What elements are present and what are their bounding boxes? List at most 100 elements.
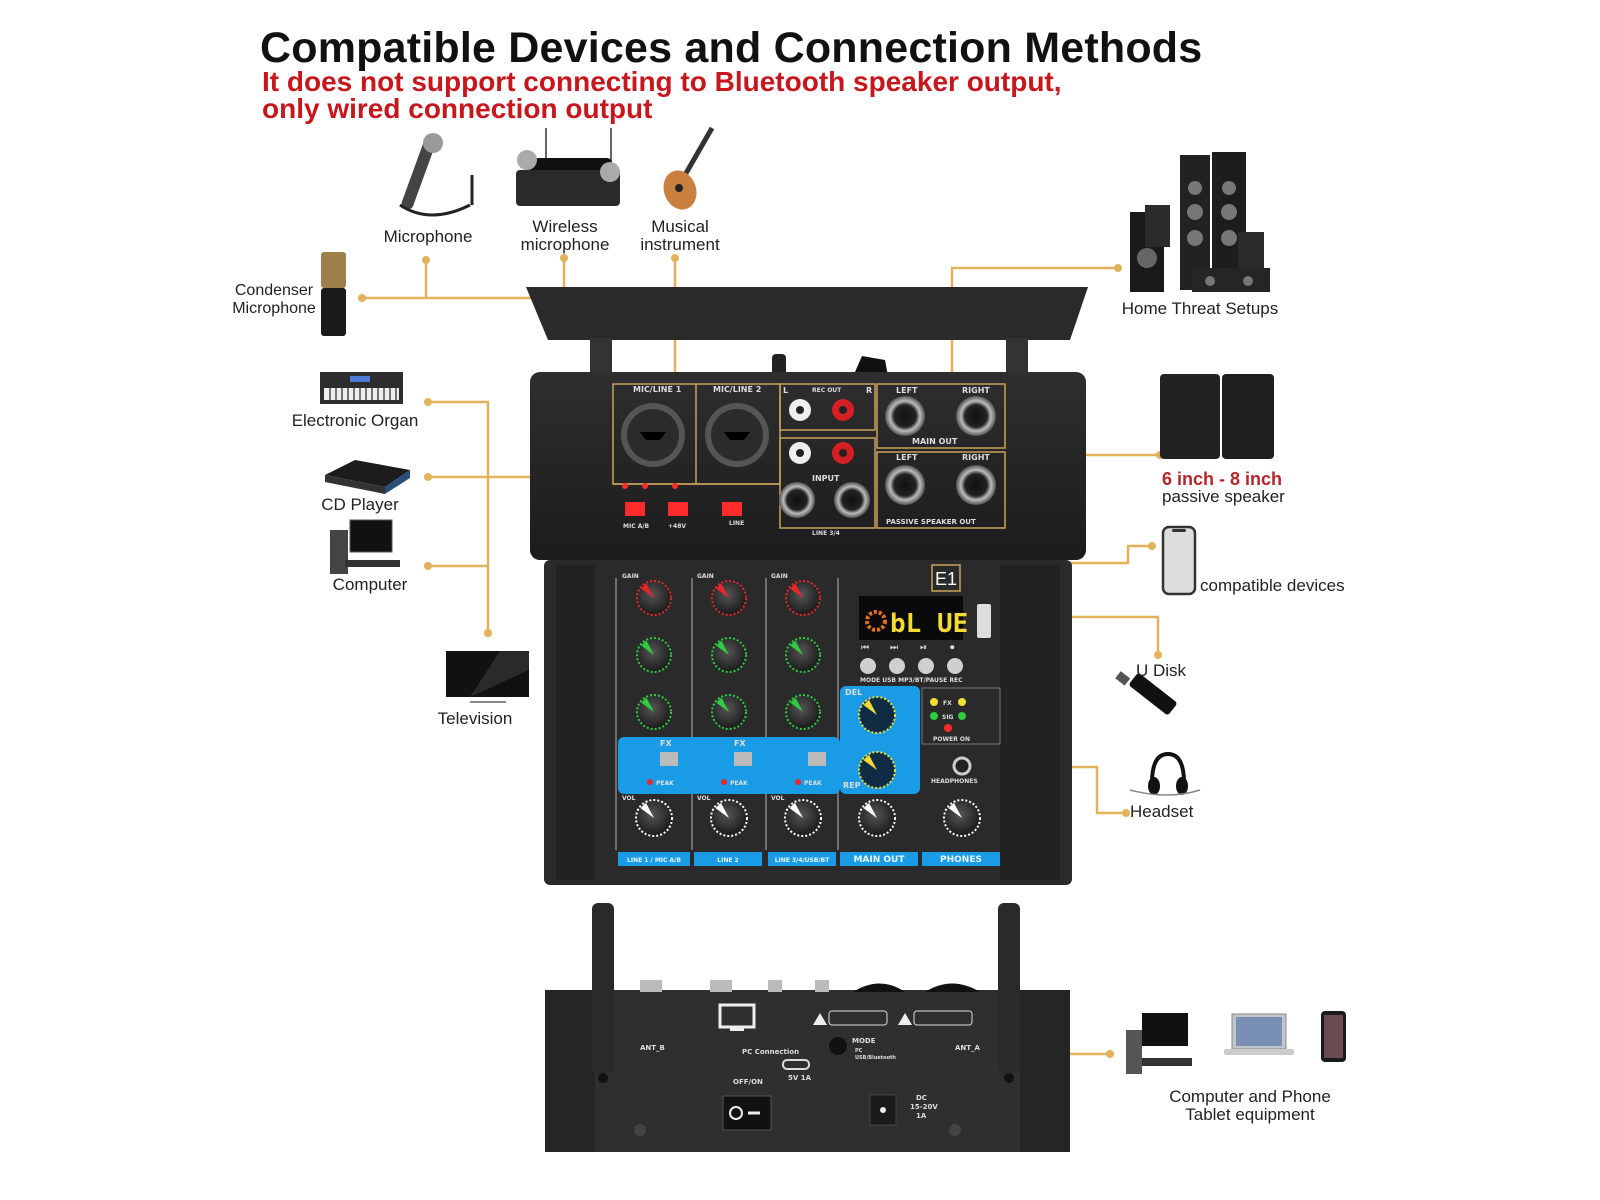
volume-knob-3[interactable] [784,799,822,837]
label-u-disk: U Disk [1136,661,1187,680]
antenna-a [998,903,1020,1073]
svg-text:⏯: ⏯ [920,643,927,653]
svg-text:REP: REP [843,781,861,790]
svg-text:INPUT: INPUT [812,474,840,483]
svg-text:⏺: ⏺ [950,643,955,653]
lf-knob-2[interactable] [711,694,747,730]
svg-text:POWER ON: POWER ON [933,736,970,743]
display-segment-wheel [865,610,887,632]
svg-text:PASSIVE SPEAKER OUT: PASSIVE SPEAKER OUT [886,518,976,526]
svg-text:⏭: ⏭ [890,643,898,653]
warning-line-1: It does not support connecting to Blueto… [262,66,1062,97]
cd-player-icon [325,460,410,494]
svg-text:GAIN: GAIN [622,573,639,580]
guitar-icon [663,126,715,210]
warning-line-2: only wired connection output [262,93,653,124]
svg-text:GAIN: GAIN [771,573,788,580]
svg-text:PEAK: PEAK [656,780,674,787]
headphone-jack [952,756,972,776]
svg-text:OFF/ON: OFF/ON [733,1078,763,1086]
rca-input [789,442,854,464]
svg-text:MIC A/B: MIC A/B [623,523,650,530]
warning-text: It does not support connecting to Blueto… [262,66,1062,124]
svg-text:ANT_A: ANT_A [955,1044,981,1052]
phones-knob[interactable] [943,799,981,837]
svg-text:LEFT: LEFT [896,453,918,462]
svg-text:USB/Bluetooth: USB/Bluetooth [855,1055,896,1061]
label-cd-player: CD Player [321,495,399,514]
mixer-stand [526,287,1088,340]
xlr-combo-jack-1 [621,403,685,467]
fx-section [618,737,840,794]
hf-knob-3[interactable] [785,637,821,673]
gain-knob-2[interactable] [711,580,747,616]
hf-knob-2[interactable] [711,637,747,673]
svg-text:VOL: VOL [697,795,711,802]
headset-icon [1129,751,1201,796]
svg-text:SIG: SIG [942,714,954,721]
mixer-rear: ANT_B ANT_A PC Connection 5V 1A MODE PC … [545,903,1070,1152]
label-headset: Headset [1130,802,1194,821]
volume-knob-1[interactable] [635,799,673,837]
electronic-organ-icon [320,372,403,404]
channel-strip-label-bg-2 [694,852,762,866]
transport-buttons [860,658,963,674]
channel-strip-label-4: MAIN OUT [853,855,905,865]
label-computer: Computer [332,575,408,594]
main-out-left-jack [885,396,925,436]
label-electronic-organ: Electronic Organ [291,411,419,430]
gain-knob-3[interactable] [785,580,821,616]
lf-knob-3[interactable] [785,694,821,730]
hf-knob-1[interactable] [636,637,672,673]
channel-strip-label-bg-4 [840,852,918,866]
channel-strip-label-bg-5 [922,852,1000,866]
lf-knob-1[interactable] [636,694,672,730]
wireless-microphone-icon [516,128,620,206]
48v-button [668,502,688,516]
xlr-combo-jack-2 [705,403,769,467]
passive-speaker-icon [1160,374,1274,459]
passive-out-right-jack [956,465,996,505]
laptop-icon [1224,1013,1294,1055]
label-passive-speaker: 6 inch - 8 inch passive speaker [1162,469,1285,506]
delay-knob[interactable] [858,696,896,734]
led-display [859,596,963,640]
display-text: bL UE [890,609,968,639]
passive-out-left-jack [885,465,925,505]
svg-text:PC Connection: PC Connection [742,1048,799,1056]
mode-button [829,1037,847,1055]
label-television: Television [437,709,513,728]
svg-text:RIGHT: RIGHT [962,453,990,462]
svg-text:15-20V: 15-20V [910,1103,938,1111]
usb-drive-icon [1115,671,1177,715]
svg-text:⏮: ⏮ [861,643,869,653]
svg-text:+48V: +48V [668,523,686,530]
main-out-knob[interactable] [858,799,896,837]
svg-text:GAIN: GAIN [697,573,714,580]
repeat-knob[interactable] [858,751,896,789]
rca-rec-out [789,399,854,421]
label-microphone: Microphone [383,227,473,246]
microphone-icon [399,133,474,217]
line-home-theater [950,266,1118,385]
volume-knob-2[interactable] [710,799,748,837]
home-theater-icon [1130,152,1270,292]
label-compatible-devices: compatible devices [1200,576,1345,595]
model-label: E1 [935,569,957,589]
usb-c-port [782,1059,810,1070]
line-organ [428,400,490,633]
gain-knob-1[interactable] [636,580,672,616]
svg-text:DEL: DEL [845,688,862,697]
svg-text:HEADPHONES: HEADPHONES [931,778,978,785]
svg-text:RIGHT: RIGHT [962,386,990,395]
desktop-computer-icon [1126,1013,1192,1074]
svg-text:VOL: VOL [622,795,636,802]
svg-text:5V 1A: 5V 1A [788,1074,812,1082]
svg-text:DC: DC [916,1094,927,1102]
channel-strip-label-bg-3 [768,852,836,866]
svg-text:PEAK: PEAK [730,780,748,787]
svg-text:MIC/LINE 2: MIC/LINE 2 [713,385,761,394]
